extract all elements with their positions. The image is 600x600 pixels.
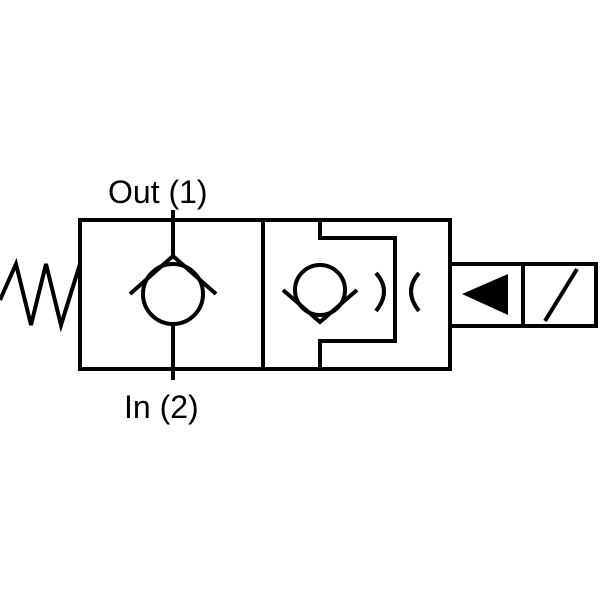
port-label-in: In (2) xyxy=(124,389,199,425)
check-valve-ball-icon xyxy=(141,262,205,326)
bypass-flow-path xyxy=(318,220,397,369)
spring-return-icon xyxy=(0,257,82,333)
check-valve-bypass xyxy=(281,263,359,325)
orifice-restriction-icon xyxy=(374,271,421,313)
triangle-arrow-icon xyxy=(462,274,508,315)
check-valve-ball-icon xyxy=(293,263,347,317)
solenoid-coil-diagonal xyxy=(543,267,579,323)
check-valve-main xyxy=(128,253,218,326)
port-label-out: Out (1) xyxy=(108,174,208,210)
